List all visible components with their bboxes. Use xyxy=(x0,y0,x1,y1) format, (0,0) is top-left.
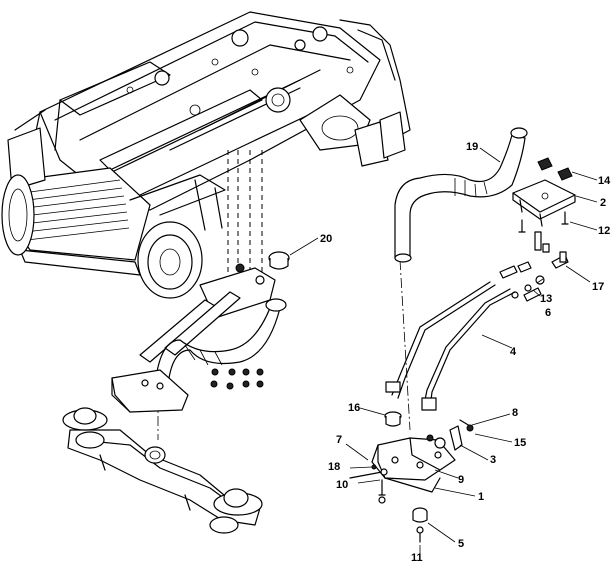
callout-15: 15 xyxy=(514,437,526,449)
callout-17: 17 xyxy=(592,281,604,293)
callout-18: 18 xyxy=(328,461,340,473)
callout-1: 1 xyxy=(478,491,484,503)
callout-14: 14 xyxy=(598,175,611,187)
callout-10: 10 xyxy=(336,479,348,491)
callout-13: 13 xyxy=(540,293,552,305)
callout-19: 19 xyxy=(466,141,478,153)
assembled-bracket-group xyxy=(111,251,290,413)
callout-labels: 20 19 14 2 12 17 13 6 4 16 8 7 15 3 18 9… xyxy=(320,141,611,564)
tractor-chassis xyxy=(1,11,411,299)
callout-8: 8 xyxy=(512,407,518,419)
hose-19 xyxy=(394,134,526,259)
callout-2: 2 xyxy=(600,197,606,209)
hardware-cluster xyxy=(210,368,264,390)
front-axle xyxy=(62,407,263,534)
exploded-parts xyxy=(349,127,576,543)
callout-20: 20 xyxy=(320,233,332,245)
alignment-lines xyxy=(157,150,411,440)
callout-7: 7 xyxy=(336,434,342,446)
callout-16: 16 xyxy=(348,402,360,414)
callout-11: 11 xyxy=(411,552,423,564)
leader-lines xyxy=(289,147,598,557)
callout-9: 9 xyxy=(458,474,464,486)
callout-6: 6 xyxy=(545,307,551,319)
callout-3: 3 xyxy=(490,454,496,466)
callout-5: 5 xyxy=(458,538,464,550)
callout-12: 12 xyxy=(598,225,610,237)
callout-4: 4 xyxy=(510,346,517,358)
